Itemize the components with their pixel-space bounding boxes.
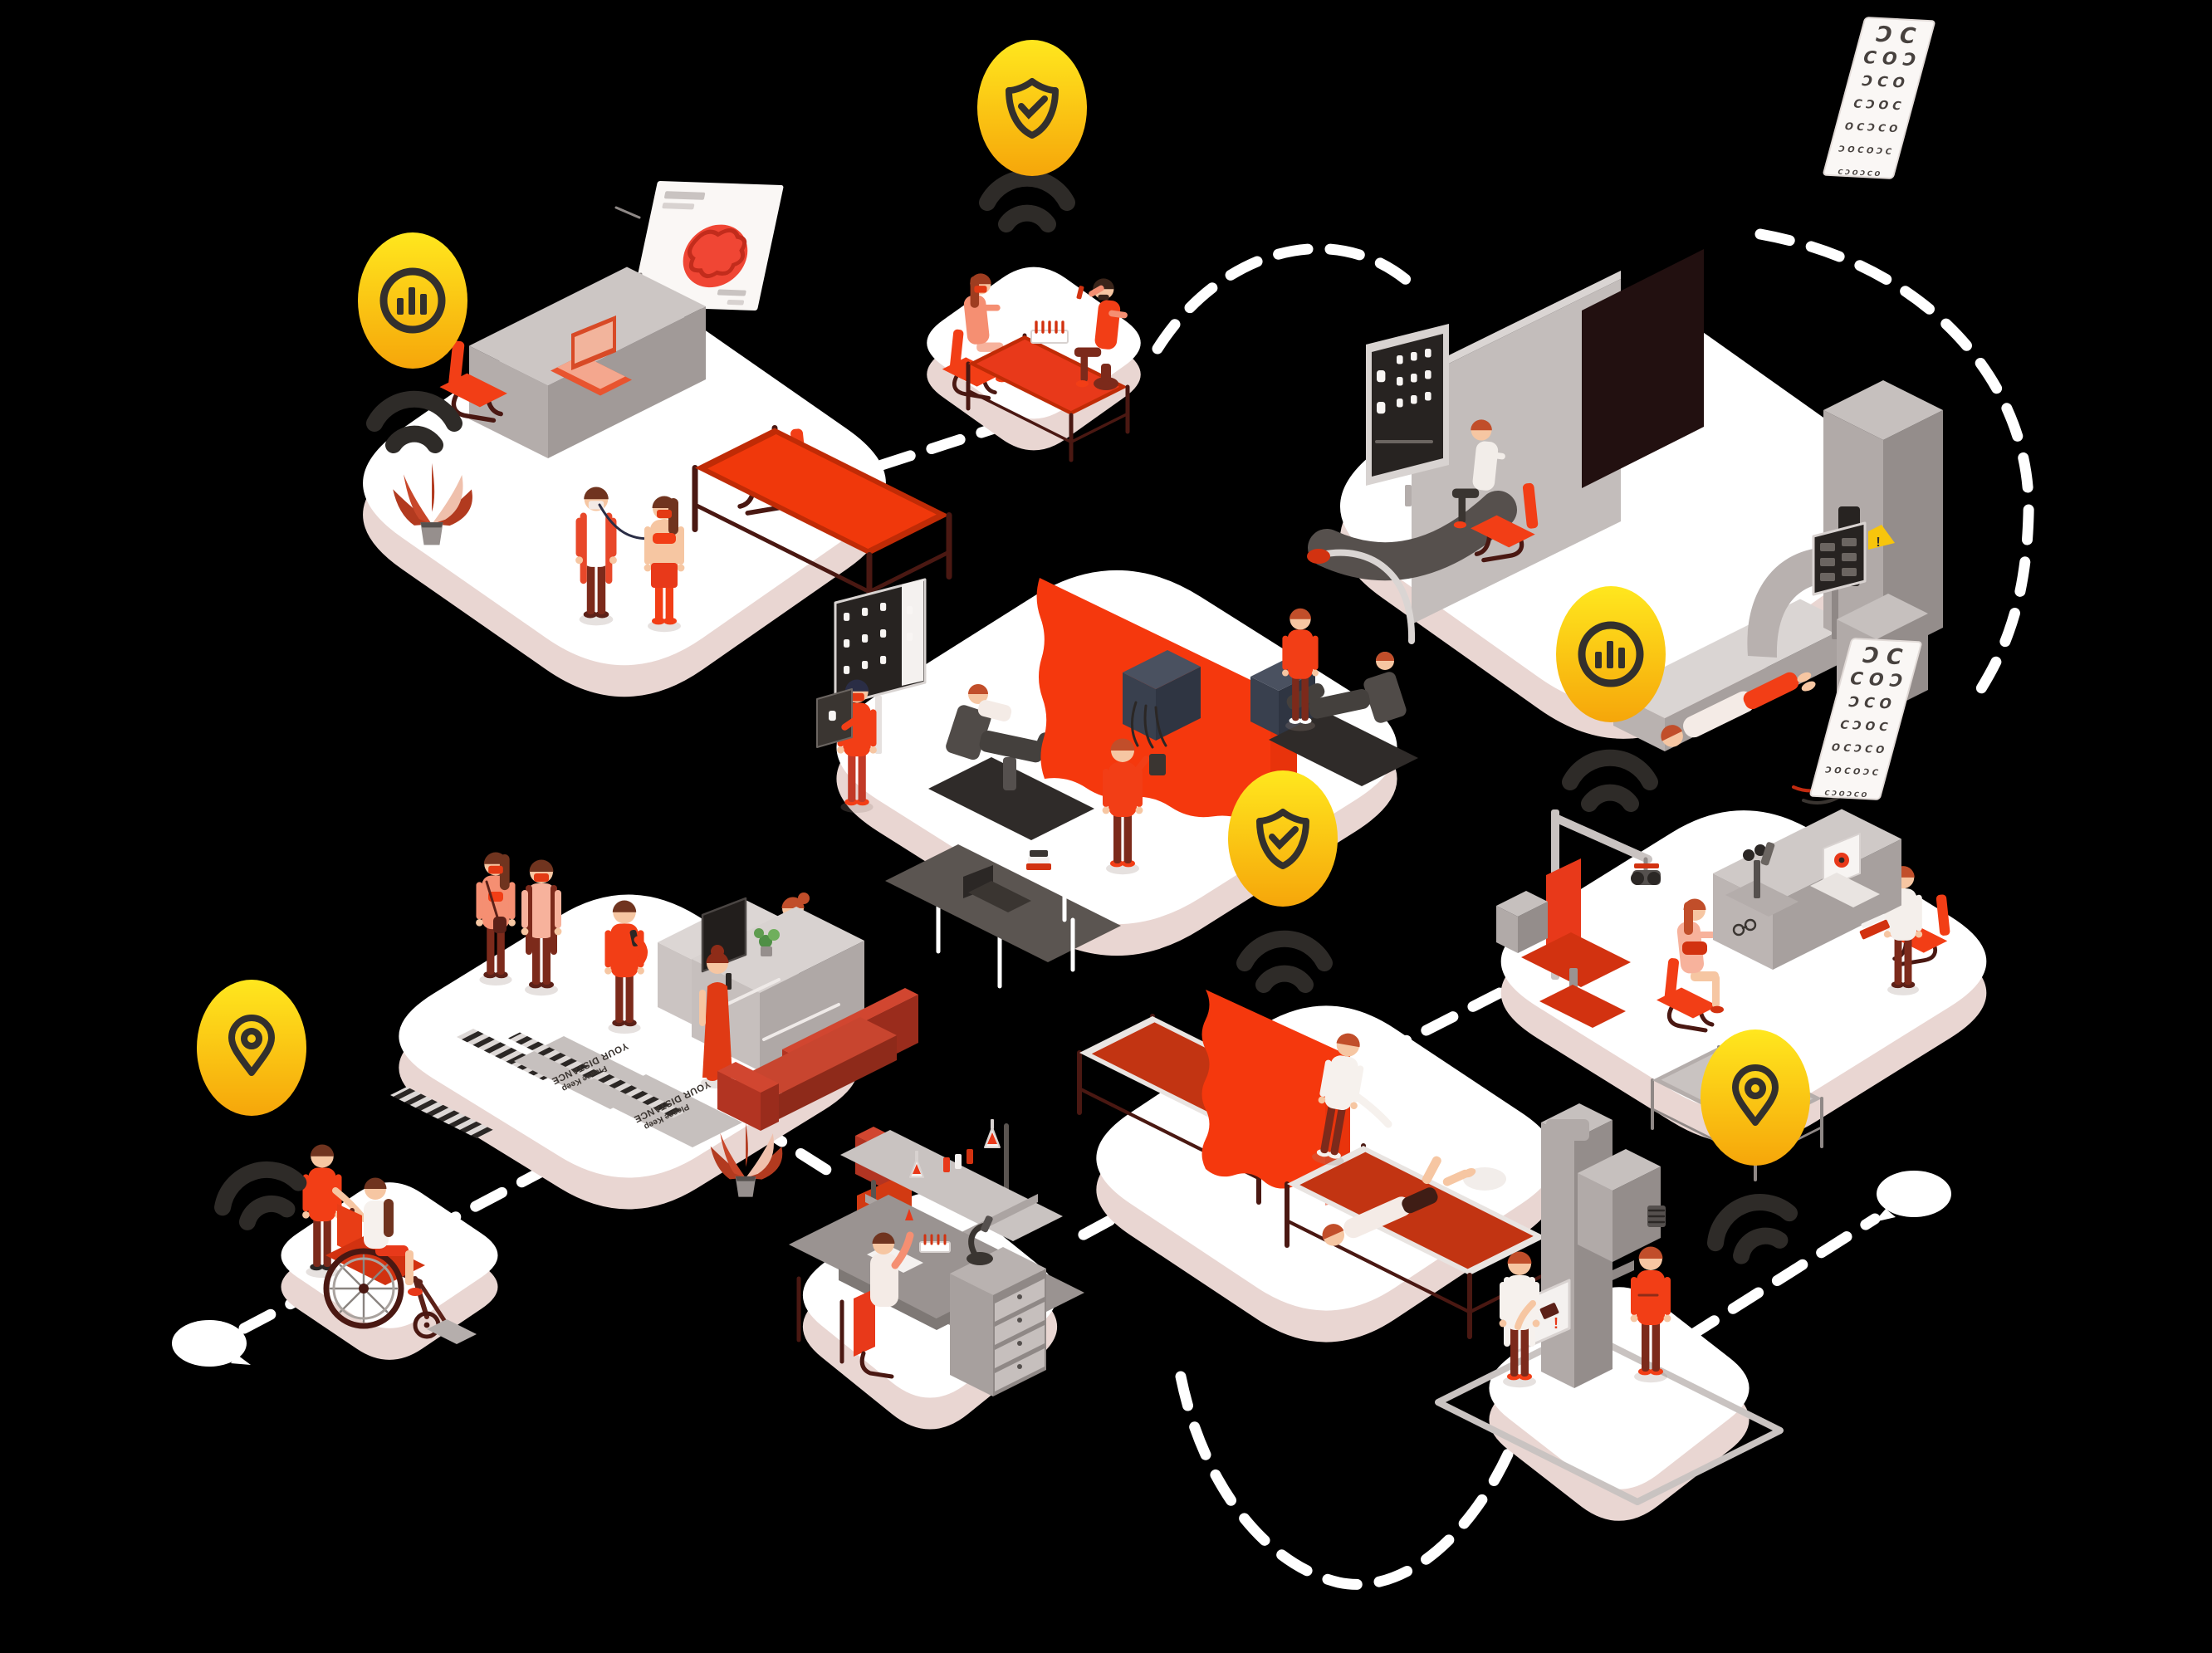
wifi-signal-icon: [1562, 749, 1658, 812]
console: [1496, 891, 1548, 953]
speech-bubble: [1874, 1171, 1951, 1222]
eye-chart-row: C O Ɔ: [1847, 668, 1906, 692]
location-pin-icon: [197, 980, 306, 1116]
chair: [439, 340, 507, 423]
counter-plant: [754, 928, 780, 956]
phoropter: [1631, 863, 1661, 885]
shield-check-icon: [1228, 770, 1338, 907]
dental-xray-panel: [834, 578, 927, 707]
eye-chart-row: C Ɔ O C: [1838, 719, 1889, 735]
wheelchair: [323, 1204, 477, 1344]
eye-chart-row: C O Ɔ: [1861, 47, 1919, 71]
chair: [1657, 958, 1718, 1033]
test-tube-rack: [1030, 320, 1069, 344]
eye-chart-optometry: Ɔ CC O Ɔ Ɔ C O C Ɔ O C O C Ɔ C O Ɔ O C O Ɔ C…: [1809, 638, 1922, 800]
brain-scan-poster: [631, 180, 784, 311]
scene-laboratory: [789, 1119, 1084, 1396]
wifi-signal-icon: [1236, 930, 1333, 993]
bar-chart-icon: [1556, 586, 1666, 722]
microscope: [967, 1215, 993, 1265]
person-blood-patient: [963, 273, 1009, 383]
wifi-signal-icon: [979, 169, 1075, 232]
eye-chart-row: Ɔ C: [1873, 22, 1919, 49]
person-dentist: [1282, 608, 1319, 731]
scene-doctor-office: [393, 180, 952, 633]
table: [966, 333, 1130, 462]
person-radiologist: [1451, 419, 1505, 529]
path-physio-to-xray: [1175, 1371, 1530, 1590]
person-dentist: [1102, 738, 1143, 875]
person-couple-man: [521, 859, 562, 996]
path-optometry-to-physio: [1338, 987, 1505, 1078]
shield-check-icon: [977, 40, 1087, 176]
person-customer-dress: [699, 945, 734, 1089]
eye-chart-row: Ɔ C O: [1847, 694, 1893, 712]
xray-monitor: [1366, 324, 1449, 506]
eye-chart-row: C Ɔ O Ɔ C O: [1823, 789, 1868, 799]
panel-warning: !: [1554, 1315, 1559, 1332]
scene-blood-test: [942, 273, 1130, 462]
person-physio-patient: [1322, 1156, 1476, 1246]
eye-chart-row: O C Ɔ C O: [1843, 120, 1899, 134]
lab-flasks: [909, 1119, 1001, 1178]
scene-dental-office: [816, 549, 1418, 989]
location-pin-icon: [1701, 1029, 1810, 1166]
person-doctor: [575, 487, 617, 626]
xray-head-unit: [1578, 1149, 1666, 1280]
chair: [942, 329, 1001, 400]
path-xray-to-bubble: [1683, 1213, 1881, 1342]
scene-xray-station: !: [1435, 1103, 1784, 1505]
warning-mark: !: [1876, 536, 1880, 550]
wifi-signal-icon: [366, 390, 462, 453]
table: [692, 425, 952, 619]
eye-chart-row: Ɔ C O: [1860, 73, 1906, 91]
path-radiology-to-optometry: [1754, 228, 2034, 705]
bar-chart-icon: [358, 232, 467, 369]
path-bloodtest-to-radiology: [1152, 243, 1422, 355]
eye-chart-row: Ɔ O C O Ɔ C: [1838, 145, 1893, 157]
laptop: [551, 315, 632, 396]
exam-chair: [1521, 858, 1631, 1028]
chair: [1471, 482, 1539, 563]
person-wheelchair-patient: [364, 1177, 423, 1296]
speech-bubble: [172, 1320, 251, 1367]
eye-chart-row: C Ɔ O C: [1852, 98, 1902, 114]
eye-chart-row: C Ɔ O Ɔ C O: [1837, 168, 1882, 178]
eye-chart-row: Ɔ C: [1860, 643, 1906, 670]
eye-chart-row: O C Ɔ C O: [1830, 741, 1886, 756]
slit-lamp: [1725, 842, 1798, 917]
person-lab-tech: [870, 1209, 914, 1307]
potted-plant: [710, 1122, 783, 1197]
scene-physiotherapy: [1077, 990, 1549, 1339]
dark-screen: [1582, 249, 1704, 488]
dental-desk: [885, 844, 1121, 989]
scene-wheelchair: [302, 1144, 477, 1344]
eye-chart-top: Ɔ CC O Ɔ Ɔ C O C Ɔ O C O C Ɔ C O Ɔ O C O Ɔ C…: [1823, 17, 1936, 179]
wifi-signal-icon: [1706, 1194, 1798, 1264]
queue-marker: [390, 1087, 493, 1138]
potted-plant: [393, 462, 472, 545]
person-xray-tech: [1499, 1251, 1540, 1388]
person-scan-patient: [1661, 672, 1816, 747]
wifi-signal-icon: [214, 1161, 307, 1230]
person-xray-patient: [1630, 1246, 1671, 1383]
eye-chart-row: Ɔ O C O Ɔ C: [1824, 766, 1880, 778]
scene-radiology: !: [1308, 249, 1943, 804]
laptop-eye-scan: [1810, 833, 1880, 907]
